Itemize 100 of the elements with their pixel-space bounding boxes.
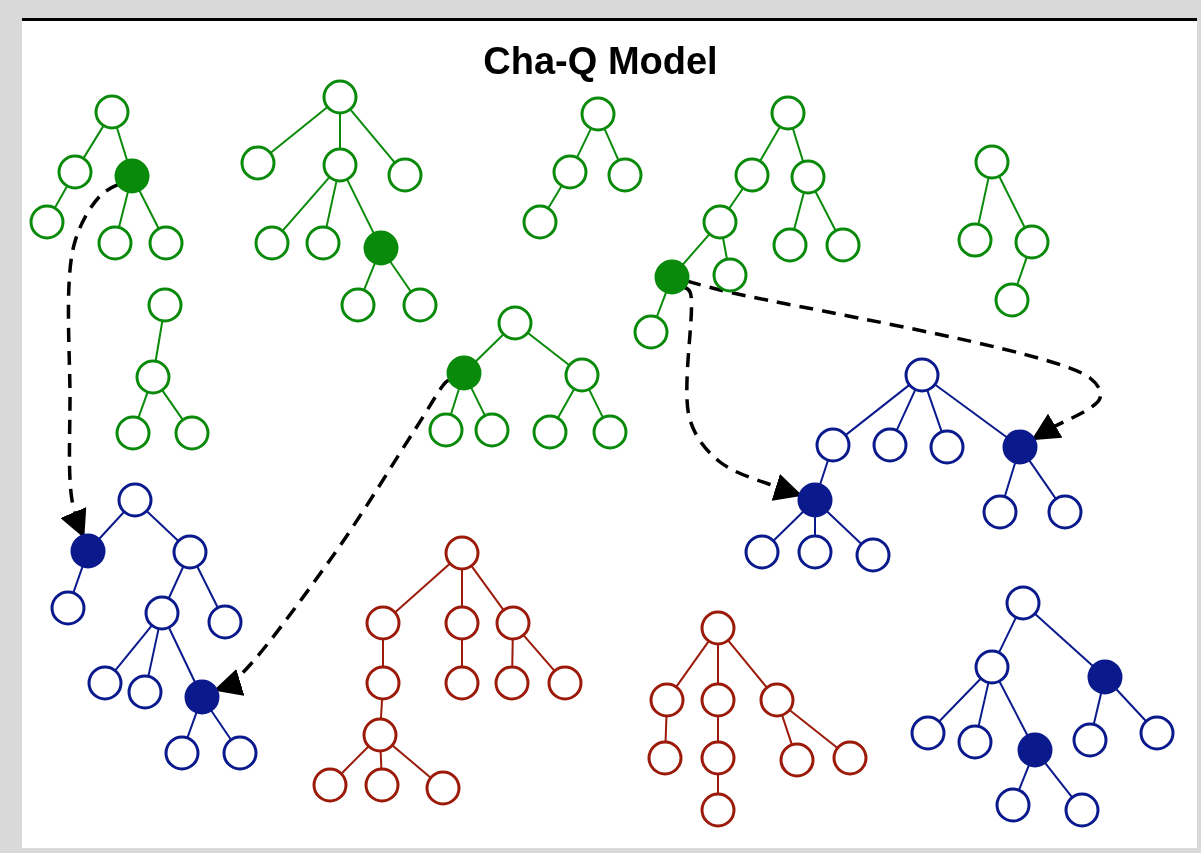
tree-line <box>339 112 341 150</box>
tree-line <box>161 389 184 421</box>
tree-line <box>717 643 719 685</box>
tree-line <box>998 175 1026 229</box>
circle-node <box>1014 224 1050 260</box>
circle-node <box>957 724 993 760</box>
circle-node <box>564 357 600 393</box>
circle-node <box>647 740 683 776</box>
tree-line <box>575 127 593 159</box>
circle-node <box>700 740 736 776</box>
circle-node <box>322 79 358 115</box>
circle-node <box>929 429 965 465</box>
tree-line <box>1043 761 1074 799</box>
tree-line <box>137 391 149 419</box>
tree-line <box>53 184 69 210</box>
circle-node <box>994 282 1030 318</box>
tree-line <box>675 640 710 688</box>
circle-node <box>127 674 163 710</box>
circle-node <box>904 357 940 393</box>
circle-node <box>365 605 401 641</box>
filled-circle-node <box>654 259 690 295</box>
circle-node <box>207 604 243 640</box>
circle-node <box>362 717 398 753</box>
circle-node <box>995 787 1031 823</box>
circle-node <box>495 605 531 641</box>
tree-line <box>281 176 331 232</box>
filled-circle-node <box>70 533 106 569</box>
circle-node <box>365 665 401 701</box>
circle-node <box>957 222 993 258</box>
circle-node <box>240 145 276 181</box>
tree-line <box>556 387 576 420</box>
tree-line <box>933 383 1009 439</box>
circle-node <box>759 682 795 718</box>
circle-node <box>364 767 400 803</box>
circle-node <box>607 157 643 193</box>
tree-line <box>759 125 781 163</box>
circle-node <box>825 227 861 263</box>
circle-node <box>734 157 770 193</box>
tree-line <box>998 680 1029 737</box>
circle-node <box>494 665 530 701</box>
circle-node <box>425 770 461 806</box>
tree-line <box>470 564 505 612</box>
tree-line <box>772 510 805 542</box>
tree-line <box>926 389 943 433</box>
tree-line <box>938 677 982 723</box>
circle-node <box>532 414 568 450</box>
circle-node <box>87 665 123 701</box>
circle-node <box>97 225 133 261</box>
tree-line <box>814 515 816 537</box>
circle-node <box>700 682 736 718</box>
tree-line <box>588 388 604 419</box>
tree-line <box>511 638 514 668</box>
circle-node <box>815 427 851 463</box>
circle-node <box>164 735 200 771</box>
circle-node <box>797 534 833 570</box>
tree-line <box>97 510 126 541</box>
filled-circle-node <box>797 482 833 518</box>
tree-line <box>349 108 396 164</box>
circle-node <box>910 715 946 751</box>
tree-line <box>717 715 719 743</box>
tree-line <box>781 714 793 746</box>
filled-circle-node <box>446 355 482 391</box>
tree-line <box>664 715 668 743</box>
tree-line <box>382 638 384 668</box>
tree-line <box>1033 612 1095 668</box>
circle-node <box>790 159 826 195</box>
tree-line <box>814 190 837 232</box>
tree-line <box>547 184 563 210</box>
circle-node <box>779 742 815 778</box>
circle-node <box>340 287 376 323</box>
tree-line <box>340 745 370 775</box>
tree-line <box>379 750 383 770</box>
tree-line <box>1003 461 1017 498</box>
circle-node <box>744 534 780 570</box>
circle-node <box>974 144 1010 180</box>
tree-line <box>114 624 153 672</box>
tree-line <box>196 565 219 609</box>
circle-node <box>428 412 464 448</box>
tree-line <box>788 708 839 750</box>
filled-circle-node <box>1087 659 1123 695</box>
tree-line <box>825 510 863 545</box>
dashed-arrow <box>686 279 1103 441</box>
circle-node <box>872 427 908 463</box>
tree-line <box>727 639 768 689</box>
tree-line <box>844 383 911 437</box>
tree-line <box>526 331 571 367</box>
tree-line <box>82 124 105 160</box>
tree-line <box>449 387 461 416</box>
circle-node <box>712 257 748 293</box>
tree-line <box>394 562 452 614</box>
circle-node <box>387 157 423 193</box>
circle-node <box>649 682 685 718</box>
tree-line <box>346 178 375 235</box>
circle-node <box>174 415 210 451</box>
circle-node <box>552 154 588 190</box>
circle-node <box>1005 585 1041 621</box>
circle-node <box>305 225 341 261</box>
circle-node <box>322 147 358 183</box>
tree-line <box>1114 687 1148 723</box>
circle-node <box>29 204 65 240</box>
